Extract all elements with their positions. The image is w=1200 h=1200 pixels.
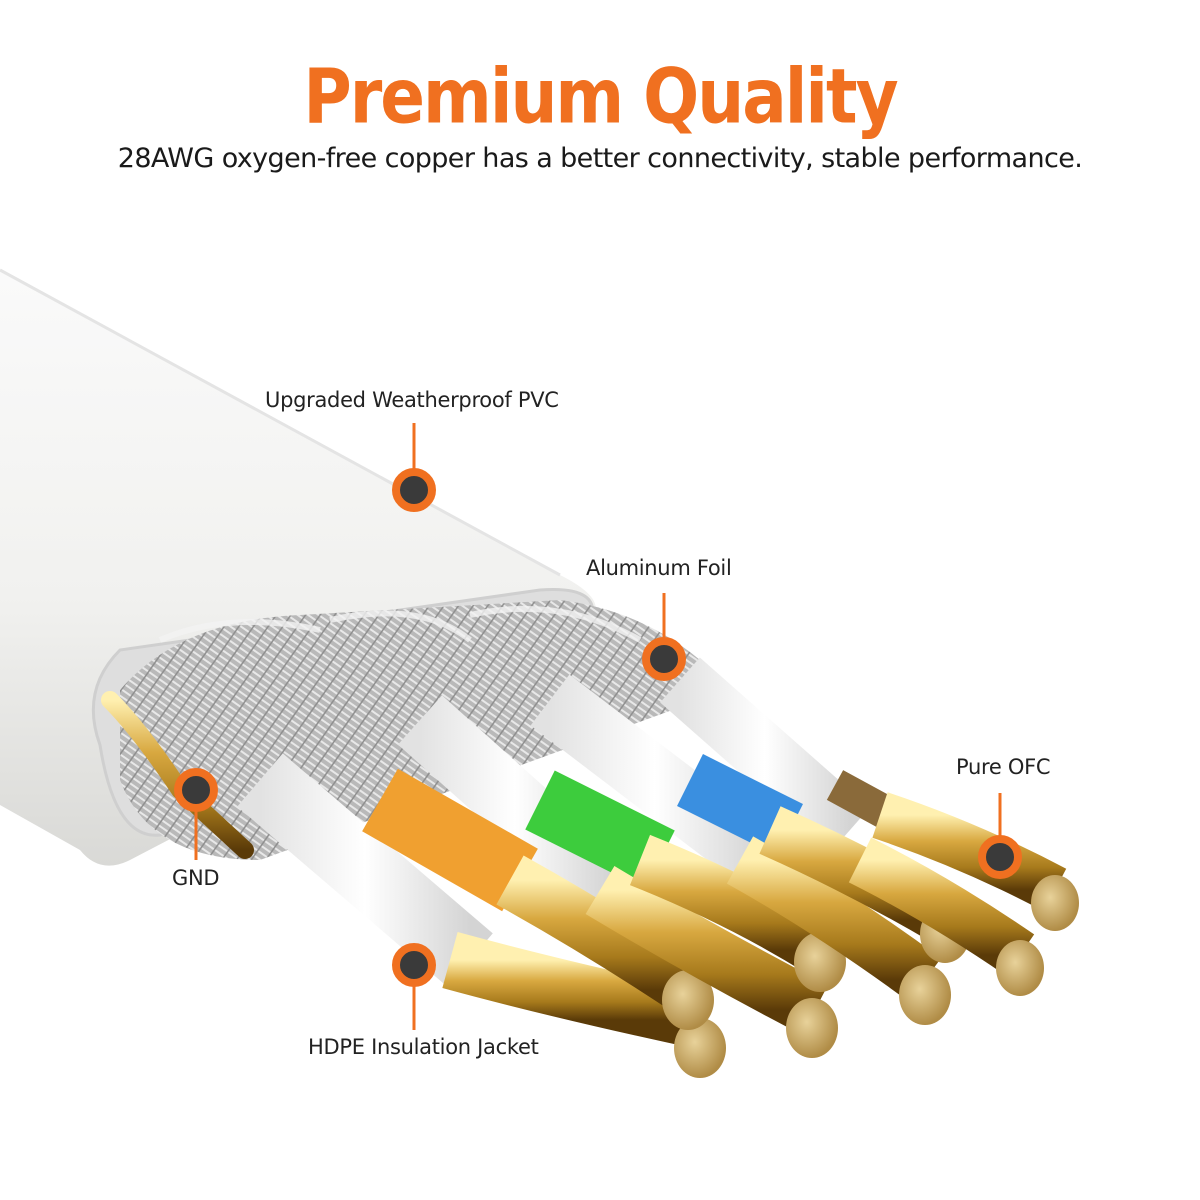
- callout-hdpe-label: HDPE Insulation Jacket: [308, 1035, 539, 1059]
- pair-green: [525, 770, 675, 890]
- pair-brown: [826, 770, 899, 830]
- pair-orange: [362, 768, 538, 912]
- copper-conductors: [442, 792, 1079, 1078]
- callout-ofc-label: Pure OFC: [956, 755, 1051, 779]
- callout-foil-label: Aluminum Foil: [586, 556, 732, 580]
- pair-blue: [677, 754, 803, 856]
- callout-pvc-label: Upgraded Weatherproof PVC: [265, 388, 559, 412]
- callout-gnd-label: GND: [172, 866, 220, 890]
- callout-dot-icon: [174, 468, 1022, 987]
- page-title: Premium Quality: [303, 52, 898, 141]
- page-subtitle: 28AWG oxygen-free copper has a better co…: [117, 143, 1083, 174]
